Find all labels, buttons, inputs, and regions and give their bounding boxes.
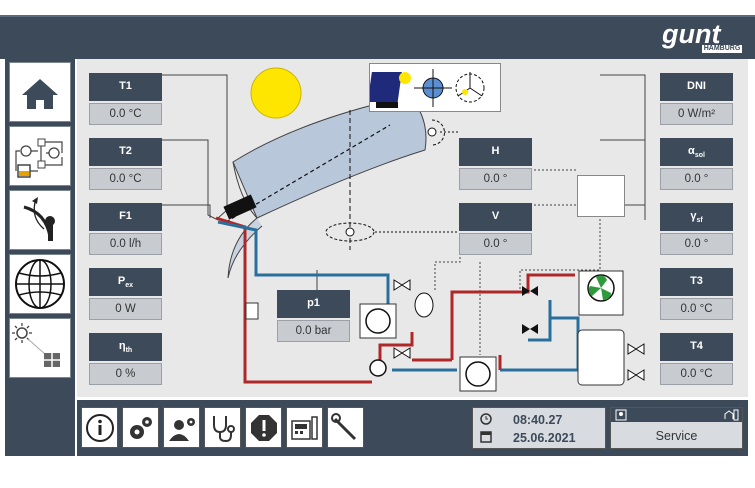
time-text: 08:40.27 <box>513 413 563 427</box>
user-settings-button[interactable] <box>163 407 200 448</box>
sensor-panel-t1[interactable]: T1 0.0 °C <box>89 73 162 129</box>
sidebar-item-process[interactable] <box>9 126 71 186</box>
diagnostics-button[interactable] <box>204 407 241 448</box>
tracking-mode-icons <box>367 69 485 108</box>
user-icon <box>615 409 627 421</box>
controller-box <box>577 175 625 217</box>
tracking-mode-selector[interactable] <box>367 63 501 112</box>
clock-icon <box>480 413 492 443</box>
sensor-panel-dni[interactable]: DNI 0 W/m² <box>660 73 733 129</box>
sun-icon <box>250 67 302 119</box>
sensor-panel-v[interactable]: V 0.0 ° <box>459 203 532 259</box>
sensor-panel-alpha[interactable]: αsol 0.0 ° <box>660 138 733 194</box>
tracking-icon <box>23 197 55 241</box>
sensor-panel-t4[interactable]: T4 0.0 °C <box>660 333 733 389</box>
user-bar <box>611 408 742 422</box>
wrench-icon <box>331 413 357 441</box>
globe-icon <box>15 259 65 309</box>
data-logger-button[interactable] <box>286 407 323 448</box>
sensor-panel-t2[interactable]: T2 0.0 °C <box>89 138 162 194</box>
user-mode-label: Service <box>655 429 698 443</box>
process-diagram-icon <box>15 138 63 178</box>
sidebar-item-globe[interactable] <box>9 254 71 314</box>
user-settings-icon <box>169 418 195 441</box>
datetime-display: 08:40.27 25.06.2021 <box>472 407 606 449</box>
sensor-panel-gamma[interactable]: γsf 0.0 ° <box>660 203 733 259</box>
title-bar <box>0 15 755 59</box>
tools-button[interactable] <box>327 407 364 448</box>
sensor-panel-eta[interactable]: ηth 0 % <box>89 333 162 389</box>
gunt-logo: gunt HAMBURG <box>662 19 742 53</box>
sun-window-icon <box>12 323 60 367</box>
sidebar-item-home[interactable] <box>9 62 71 122</box>
user-login-box[interactable]: Service <box>610 407 743 449</box>
home-icon <box>22 79 58 109</box>
date-text: 25.06.2021 <box>513 431 576 445</box>
sidebar-item-tracking[interactable] <box>9 190 71 250</box>
touch-login-icon <box>724 409 739 421</box>
stethoscope-icon <box>213 416 235 443</box>
warning-button[interactable] <box>245 407 282 448</box>
info-button[interactable] <box>81 407 118 448</box>
data-logger-icon <box>291 416 318 440</box>
sidebar <box>5 59 75 456</box>
sensor-panel-t3[interactable]: T3 0.0 °C <box>660 268 733 324</box>
settings-icon <box>130 417 152 439</box>
info-icon <box>86 414 114 442</box>
sidebar-item-sun-window[interactable] <box>9 318 71 378</box>
sensor-panel-f1[interactable]: F1 0.0 l/h <box>89 203 162 259</box>
sensor-panel-pex[interactable]: Pex 0 W <box>89 268 162 324</box>
sensor-panel-h[interactable]: H 0.0 ° <box>459 138 532 194</box>
sensor-panel-p1[interactable]: p1 0.0 bar <box>277 290 350 346</box>
warning-icon <box>251 415 277 441</box>
settings-button[interactable] <box>122 407 159 448</box>
